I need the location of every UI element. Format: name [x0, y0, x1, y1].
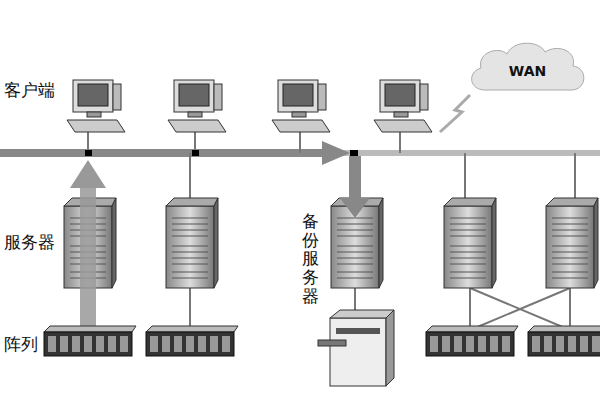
part-label: 客户端 — [4, 80, 55, 100]
vertical-label: 备份服务器 — [302, 212, 319, 305]
part-label: 阵列 — [4, 334, 38, 354]
cloud-label: WAN — [465, 63, 590, 79]
part-label: 服务器 — [4, 232, 55, 252]
wan-cloud: WAN — [465, 38, 590, 100]
